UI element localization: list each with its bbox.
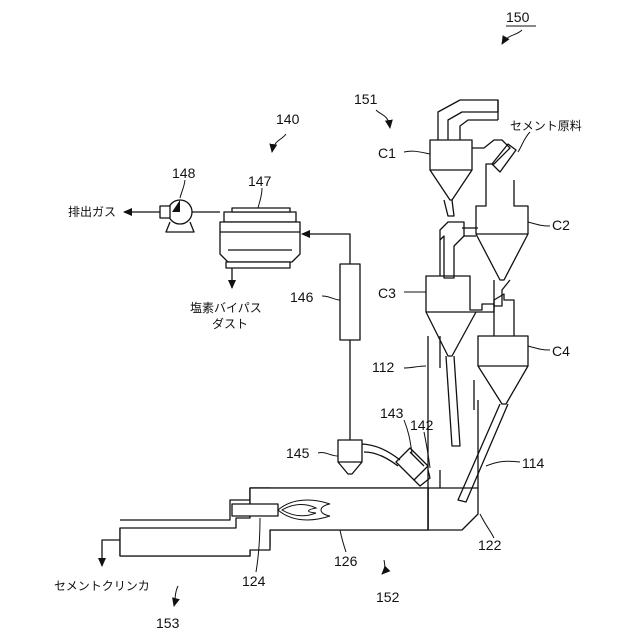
- cement-raw-material-label: セメント原料: [510, 119, 582, 133]
- bag-filter: [192, 208, 300, 288]
- chlorine-bypass-dust-label-line1: 塩素バイパス: [190, 300, 262, 315]
- label-147: 147: [248, 173, 272, 189]
- raw-material-feeder: [492, 144, 516, 172]
- label-143: 143: [380, 405, 404, 421]
- label-148: 148: [172, 165, 196, 181]
- label-c1: C1: [378, 145, 396, 161]
- label-112: 112: [372, 359, 395, 375]
- label-146: 146: [290, 289, 314, 305]
- label-c2: C2: [552, 217, 570, 233]
- label-150: 150: [506, 9, 530, 25]
- riser-duct: [428, 336, 478, 488]
- label-c4: C4: [552, 343, 570, 359]
- exhaust-fan: [124, 200, 194, 232]
- label-140: 140: [276, 111, 300, 127]
- label-152: 152: [376, 589, 400, 605]
- label-114: 114: [522, 455, 545, 471]
- chlorine-bypass-dust-label-line2: ダスト: [212, 316, 248, 331]
- kiln-inlet-housing: [428, 488, 478, 530]
- label-142: 142: [410, 417, 434, 433]
- label-c3: C3: [378, 285, 396, 301]
- exhaust-gas-label: 排出ガス: [68, 205, 116, 219]
- label-145: 145: [286, 445, 310, 461]
- cement-clinker-label: セメントクリンカ: [54, 579, 150, 593]
- bypass-cyclone: [338, 440, 362, 474]
- duct-c3-c2: [440, 222, 478, 278]
- label-126: 126: [334, 553, 358, 569]
- clinker-outlet: [102, 540, 120, 566]
- bypass-duct: [302, 234, 360, 440]
- cyclone-c3: [426, 276, 494, 446]
- cyclone-c1: [430, 100, 510, 216]
- kiln-body: [120, 488, 428, 556]
- label-122: 122: [478, 537, 502, 553]
- cyclone-c2: [476, 180, 528, 306]
- label-151: 151: [354, 91, 378, 107]
- bypass-probe: [360, 444, 430, 486]
- label-153: 153: [156, 615, 180, 631]
- label-124: 124: [242, 573, 266, 589]
